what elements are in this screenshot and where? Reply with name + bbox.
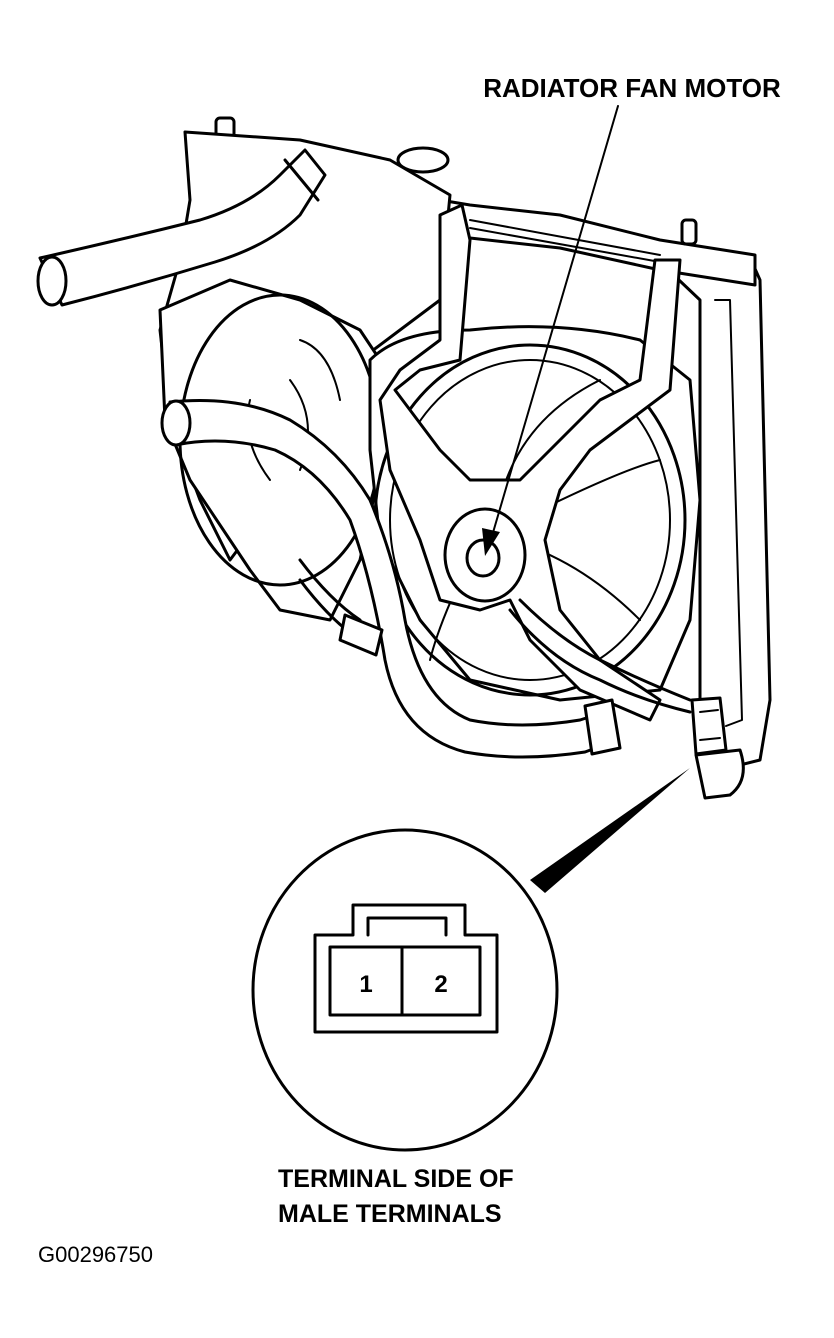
terminal-side-caption-line2: MALE TERMINALS <box>278 1200 502 1228</box>
fan-motor-hub <box>465 538 501 578</box>
bleed-screw-right <box>680 218 698 246</box>
main-fan-blades <box>399 379 661 661</box>
shroud-frame <box>378 203 682 722</box>
connector-detail: 1 2 <box>251 828 559 1152</box>
upper-radiator-hose <box>38 148 327 307</box>
radiator-cap <box>396 146 450 174</box>
fan-motor-label: RADIATOR FAN MOTOR <box>483 73 781 103</box>
radiator-core-inner <box>714 299 743 727</box>
terminal-2-label: 2 <box>434 971 447 998</box>
connector-detail-circle <box>251 828 559 1152</box>
figure-id: G00296750 <box>38 1242 153 1267</box>
fan-motor-leader <box>482 105 619 556</box>
connector-housing <box>313 903 499 1034</box>
terminal-2-cavity <box>400 945 482 1017</box>
connector-latch <box>366 916 448 937</box>
lower-hose-clamp <box>583 698 622 756</box>
radiator-fan-assembly <box>36 116 772 800</box>
terminal-side-caption-line1: TERMINAL SIDE OF <box>278 1165 514 1193</box>
harness-connector-left <box>338 613 384 657</box>
fan-wire-harness <box>298 558 692 714</box>
terminal-1-label: 1 <box>359 971 372 998</box>
connector-detail-pointer <box>530 768 690 893</box>
fan-motor-connector <box>690 696 728 756</box>
